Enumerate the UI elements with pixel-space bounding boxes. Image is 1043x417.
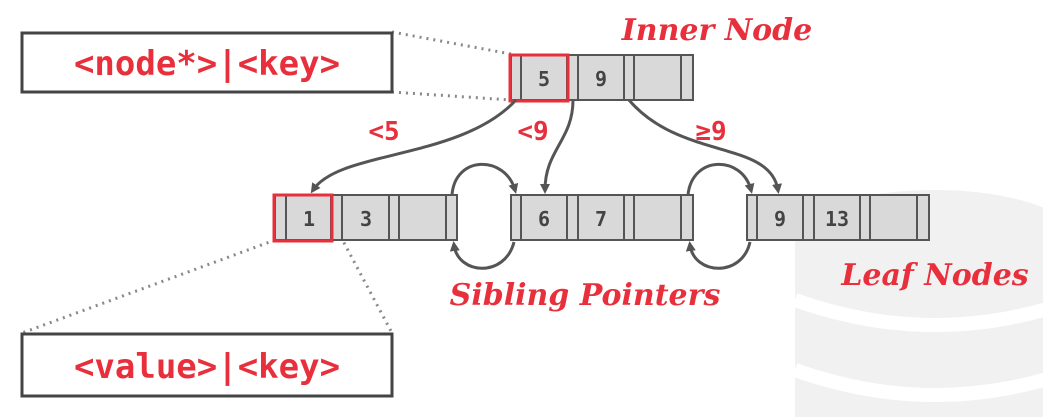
edge-label-lt9: <9 bbox=[517, 117, 548, 147]
inner-key-2: 9 bbox=[595, 67, 607, 91]
leaf-node-3: 9 13 bbox=[746, 194, 930, 241]
leaf1-key-2: 3 bbox=[360, 207, 372, 231]
leaf2-key-2: 7 bbox=[595, 207, 607, 231]
callout-connectors bbox=[21, 30, 512, 335]
inner-key-1: 5 bbox=[538, 67, 550, 91]
edge-lt5-arrow bbox=[310, 98, 518, 194]
leaf-node-1: 1 3 bbox=[272, 193, 458, 243]
leaf3-key-2: 13 bbox=[825, 207, 849, 231]
edge-label-ge9: ≥9 bbox=[695, 117, 726, 147]
sibling-pointers bbox=[449, 162, 755, 270]
inner-node: 5 9 bbox=[508, 53, 694, 103]
edge-label-lt5: <5 bbox=[368, 117, 399, 147]
tree-edges bbox=[310, 98, 782, 194]
sibling-pointers-title: Sibling Pointers bbox=[450, 278, 721, 313]
leaf-nodes-title: Leaf Nodes bbox=[840, 258, 1028, 293]
leaf1-key-1: 1 bbox=[303, 207, 315, 231]
inner-highlight bbox=[508, 53, 570, 103]
leaf-callout-text: <value>|<key> bbox=[74, 347, 340, 387]
sibling-arrow-2-back bbox=[685, 241, 752, 270]
database-watermark-icon bbox=[792, 190, 1043, 417]
sibling-arrow-1-back bbox=[449, 241, 516, 270]
edge-lt9-arrow bbox=[540, 99, 575, 194]
edge-ge9-arrow bbox=[627, 99, 782, 194]
inner-node-callout: <node*>|<key> bbox=[20, 31, 394, 94]
sibling-arrow-1-forward bbox=[450, 162, 519, 196]
leaf-highlight bbox=[272, 193, 334, 243]
inner-callout-text: <node*>|<key> bbox=[74, 44, 340, 84]
sibling-arrow-2-forward bbox=[686, 162, 755, 196]
leaf2-key-1: 6 bbox=[538, 207, 550, 231]
inner-node-title: Inner Node bbox=[621, 13, 813, 48]
leaf3-key-1: 9 bbox=[774, 207, 786, 231]
leaf-node-callout: <value>|<key> bbox=[20, 332, 394, 398]
leaf-node-2: 6 7 bbox=[510, 194, 694, 241]
